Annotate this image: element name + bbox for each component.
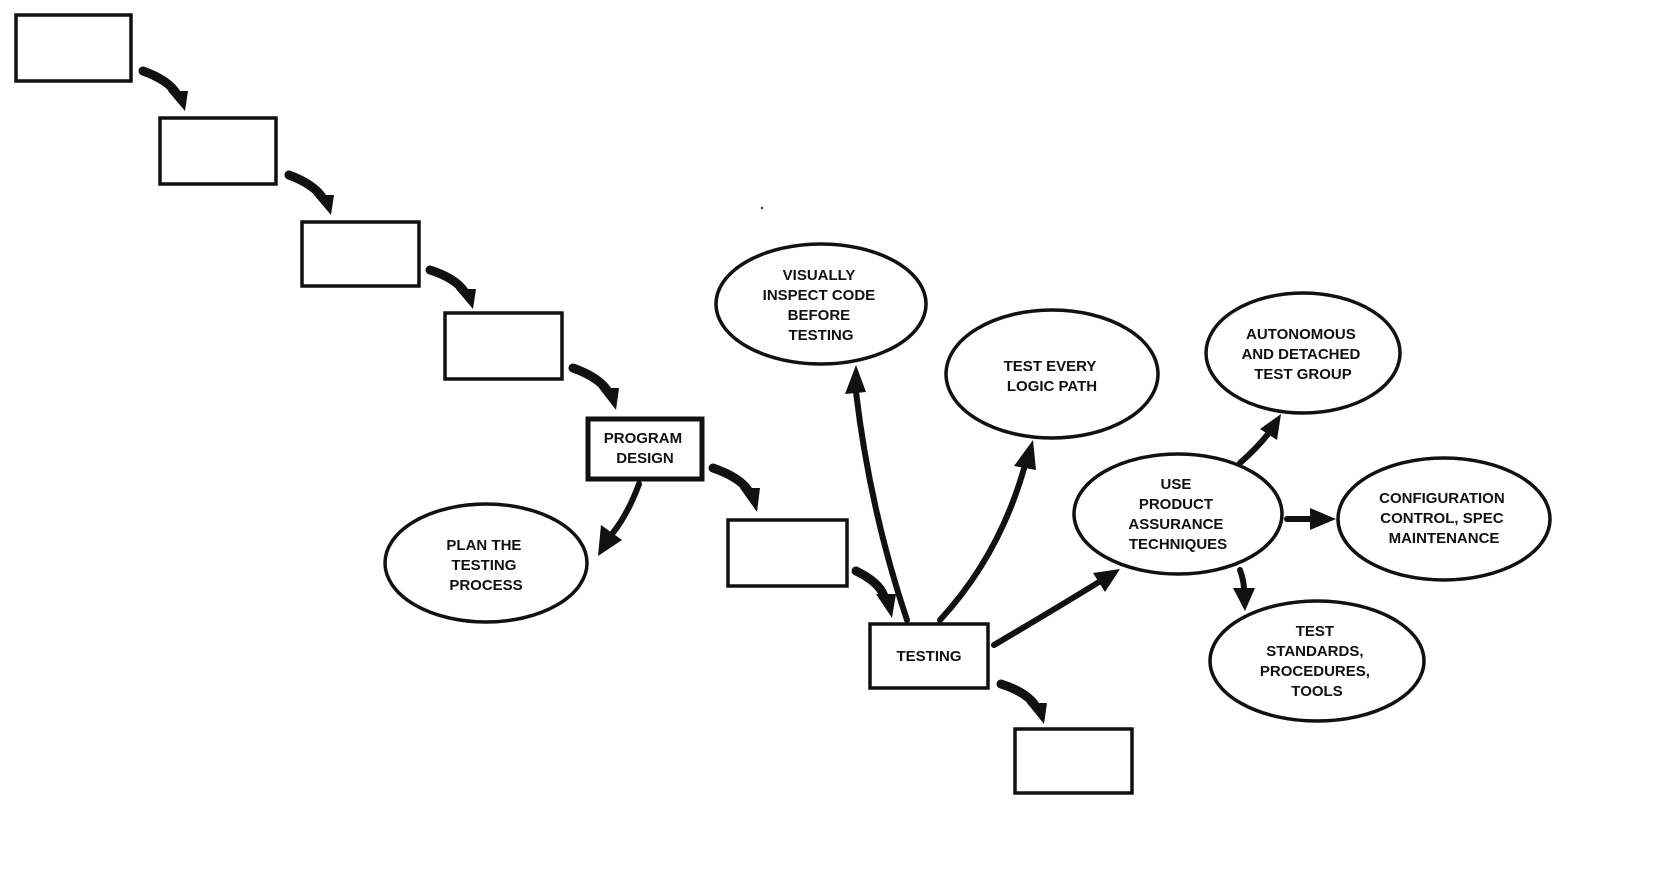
plan-testing-line-2: TESTING	[451, 557, 516, 574]
program-design-label: PROGRAM DESIGN	[604, 430, 687, 467]
node-program-design: PROGRAM DESIGN	[585, 416, 705, 482]
test-standards-label: TEST STANDARDS, PROCEDURES, TOOLS	[1260, 623, 1374, 700]
product-assurance-line-2: PRODUCT	[1139, 496, 1213, 513]
edge-step2-to-step3	[284, 170, 334, 215]
node-test-logic-path: TEST EVERY LOGIC PATH	[944, 308, 1160, 440]
test-logic-path-line-2: LOGIC PATH	[1007, 378, 1097, 395]
edge-program-design-to-step6	[708, 463, 760, 512]
node-step3	[300, 220, 421, 288]
edge-step6-to-testing	[851, 566, 896, 618]
edge-step3-to-step4	[425, 265, 476, 309]
test-standards-line-1: TEST	[1296, 623, 1334, 640]
plan-testing-line-1: PLAN THE	[446, 537, 521, 554]
node-product-assurance: USE PRODUCT ASSURANCE TECHNIQUES	[1072, 452, 1284, 576]
test-standards-line-2: STANDARDS,	[1266, 643, 1363, 660]
edge-step4-to-program-design	[568, 363, 619, 410]
node-step2	[158, 116, 278, 186]
node-configuration-control: CONFIGURATION CONTROL, SPEC MAINTENANCE	[1336, 456, 1552, 582]
node-step6	[726, 518, 849, 588]
edge-testing-to-visually-inspect	[845, 365, 910, 623]
configuration-control-line-1: CONFIGURATION	[1379, 490, 1505, 507]
edge-testing-to-step8	[996, 679, 1047, 724]
scan-dot	[760, 206, 764, 210]
program-design-line-2: DESIGN	[616, 450, 674, 467]
node-autonomous-group: AUTONOMOUS AND DETACHED TEST GROUP	[1204, 291, 1402, 415]
testing-line-1: TESTING	[896, 648, 961, 665]
visually-inspect-line-4: TESTING	[788, 327, 853, 344]
edge-product-assurance-to-configuration-control	[1284, 508, 1336, 530]
visually-inspect-line-3: BEFORE	[788, 307, 851, 324]
program-design-line-1: PROGRAM	[604, 430, 682, 447]
product-assurance-label: USE PRODUCT ASSURANCE TECHNIQUES	[1128, 476, 1227, 553]
product-assurance-line-1: USE	[1160, 476, 1191, 493]
plan-testing-label: PLAN THE TESTING PROCESS	[446, 537, 525, 594]
visually-inspect-label: VISUALLY INSPECT CODE BEFORE TESTING	[763, 267, 880, 344]
visually-inspect-line-1: VISUALLY	[783, 267, 856, 284]
node-testing: TESTING	[868, 622, 990, 690]
edge-testing-to-product-assurance	[991, 569, 1120, 648]
edge-program-design-to-plan-testing	[598, 481, 642, 556]
edge-testing-to-test-logic-path	[937, 440, 1036, 623]
configuration-control-label: CONFIGURATION CONTROL, SPEC MAINTENANCE	[1379, 490, 1509, 547]
configuration-control-line-3: MAINTENANCE	[1389, 530, 1500, 547]
node-test-standards: TEST STANDARDS, PROCEDURES, TOOLS	[1208, 599, 1426, 723]
node-step8	[1013, 727, 1134, 795]
configuration-control-line-2: CONTROL, SPEC	[1380, 510, 1504, 527]
autonomous-group-line-3: TEST GROUP	[1254, 366, 1352, 383]
edge-step1-to-step2	[138, 66, 188, 111]
node-visually-inspect: VISUALLY INSPECT CODE BEFORE TESTING	[714, 242, 928, 366]
edge-product-assurance-to-test-standards	[1233, 567, 1255, 611]
visually-inspect-line-2: INSPECT CODE	[763, 287, 876, 304]
product-assurance-line-3: ASSURANCE	[1128, 516, 1223, 533]
test-logic-path-line-1: TEST EVERY	[1004, 358, 1097, 375]
testing-label: TESTING	[896, 648, 961, 665]
node-plan-testing: PLAN THE TESTING PROCESS	[383, 502, 589, 624]
test-standards-line-4: TOOLS	[1291, 683, 1342, 700]
autonomous-group-line-2: AND DETACHED	[1241, 346, 1360, 363]
autonomous-group-line-1: AUTONOMOUS	[1246, 326, 1356, 343]
node-step1	[14, 13, 133, 83]
edge-product-assurance-to-autonomous-group	[1237, 414, 1281, 466]
plan-testing-line-3: PROCESS	[449, 577, 522, 594]
test-logic-path-label: TEST EVERY LOGIC PATH	[1004, 358, 1101, 395]
product-assurance-line-4: TECHNIQUES	[1129, 536, 1227, 553]
node-step4	[443, 311, 564, 381]
autonomous-group-label: AUTONOMOUS AND DETACHED TEST GROUP	[1241, 326, 1364, 383]
test-standards-line-3: PROCEDURES,	[1260, 663, 1370, 680]
